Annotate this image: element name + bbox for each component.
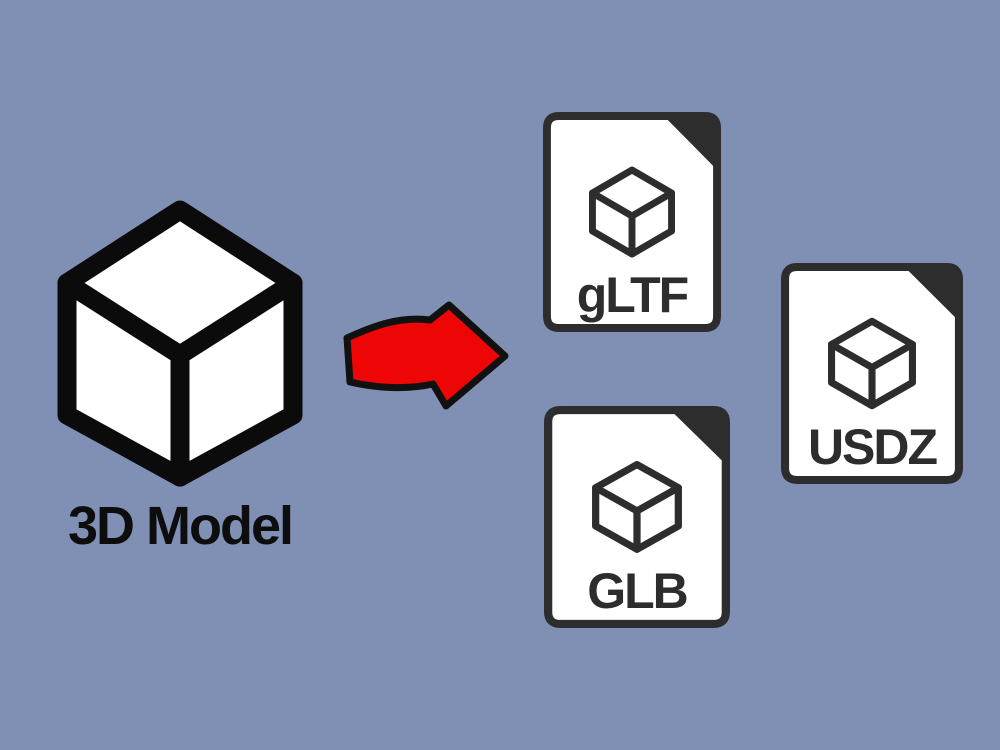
conversion-arrow-icon — [343, 301, 509, 410]
file-format-label: gLTF — [576, 267, 689, 323]
file-icon-glb: GLB — [544, 406, 730, 628]
file-icon-usdz: USDZ — [781, 263, 963, 484]
file-format-label: GLB — [587, 563, 689, 619]
file-icon-gltf: gLTF — [543, 112, 721, 332]
cube-3d-icon — [57, 200, 303, 487]
source-label: 3D Model — [67, 496, 294, 556]
file-format-label: USDZ — [807, 419, 938, 475]
